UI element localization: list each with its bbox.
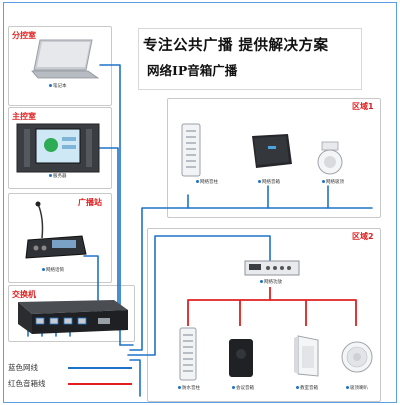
- column-speaker-icon: [181, 123, 201, 177]
- meeting-speaker-caption: 会议音箱: [232, 385, 254, 391]
- column-speaker-caption: 网络音柱: [196, 179, 218, 185]
- amplifier-icon: [244, 260, 300, 276]
- paging-station-caption: 网络话筒: [42, 267, 64, 273]
- legend-blue-label: 蓝色网线: [8, 363, 38, 372]
- classroom-speaker-icon: [294, 335, 319, 377]
- legend: 蓝色网线 红色音箱线: [8, 362, 138, 396]
- laptop-caption: 笔记本: [49, 83, 67, 89]
- legend-red-label: 红色音箱线: [8, 379, 46, 388]
- waterproof-column-icon: [179, 327, 197, 381]
- microphone-icon: [25, 201, 87, 259]
- ceiling-speaker2-icon: [341, 341, 373, 373]
- outer-border: [3, 2, 397, 403]
- main-control-label: 主控室: [12, 112, 36, 121]
- waterproof-column-caption: 防水音柱: [178, 385, 200, 391]
- ceiling-speaker-caption: 网络吸顶: [322, 179, 344, 185]
- switch-label: 交换机: [12, 290, 36, 299]
- broadcast-station-label: 广播站: [78, 198, 102, 207]
- network-switch-icon: [18, 300, 128, 334]
- classroom-speaker-caption: 教室音箱: [296, 385, 318, 391]
- control-room-frame: [8, 26, 112, 106]
- legend-red-swatch: [68, 383, 132, 385]
- ceiling-speaker2-caption: 吸顶喇叭: [346, 385, 368, 391]
- server-caption: 服务器: [49, 173, 67, 179]
- box-speaker-caption: 网络音箱: [258, 179, 280, 185]
- box-speaker-icon: [252, 134, 292, 168]
- laptop-icon: [31, 39, 100, 79]
- zone1-frame: [167, 98, 381, 218]
- speaker-cables: [187, 287, 357, 326]
- broadcast-station-frame: [8, 193, 112, 283]
- control-room-label: 分控室: [12, 31, 36, 40]
- slogan-subtitle: 网络IP音箱广播: [147, 63, 238, 78]
- slogan-title: 专注公共广播 提供解决方案: [143, 38, 329, 54]
- zone1-label: 区域1: [352, 102, 374, 111]
- slogan-box: [138, 28, 362, 90]
- meeting-speaker-icon: [229, 339, 253, 377]
- zone2-label: 区域2: [352, 232, 374, 241]
- ceiling-speaker-icon: [317, 141, 343, 175]
- legend-blue-swatch: [68, 367, 132, 369]
- amplifier-caption: 网络功放: [260, 279, 282, 285]
- server-rack-icon: [16, 123, 100, 173]
